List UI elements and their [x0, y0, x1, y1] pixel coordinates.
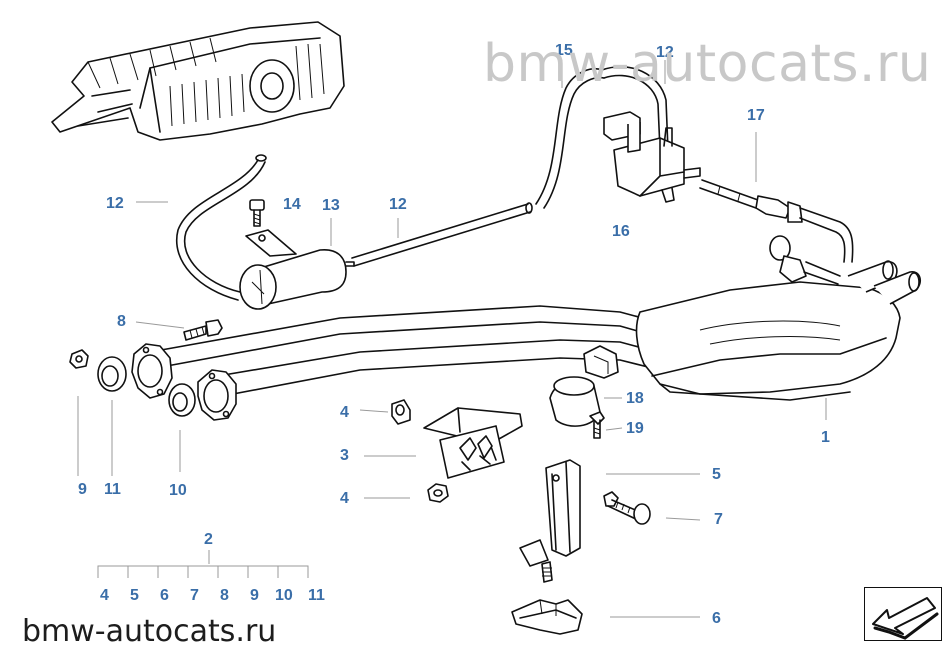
exhaust-pipe-muffler-1: [149, 260, 922, 401]
callout-6: 6: [712, 610, 721, 627]
callout-18: 18: [626, 390, 644, 407]
callout-12: 12: [656, 44, 674, 61]
kit-item-6: 6: [160, 587, 169, 604]
vacuum-hose-top: [601, 65, 669, 151]
leader-lines: [77, 60, 827, 618]
gasket-ring-11: [97, 356, 127, 392]
bolt-8: [183, 319, 223, 341]
intake-manifold: [51, 21, 345, 141]
callout-16: 16: [612, 223, 630, 240]
callout-11: 11: [104, 481, 121, 498]
bolt-7: [603, 491, 651, 525]
front-flanges: [131, 343, 237, 421]
oxygen-sensor-17: [699, 179, 854, 263]
clamp-6: [511, 599, 583, 635]
nut-4: [427, 483, 449, 503]
vacuum-canister-13: [239, 229, 355, 310]
callout-9: 9: [78, 481, 87, 498]
callout-19: 19: [626, 420, 644, 437]
vacuum-hose-center: [351, 68, 605, 267]
vacuum-hose-left: [175, 154, 267, 301]
kit-item-9: 9: [250, 587, 259, 604]
mount-bracket-3: [423, 407, 523, 479]
arrow-down-left-icon: [872, 597, 939, 640]
navigate-back-button[interactable]: [864, 587, 942, 641]
callout-4: 4: [340, 404, 349, 421]
kit-item-4: 4: [100, 587, 109, 604]
callout-1: 1: [821, 429, 830, 446]
callout-10: 10: [169, 482, 187, 499]
callout-labels: 15 12 17 12 14 13 12 16 8 18 19 4 3 4 1 …: [78, 42, 830, 627]
callout-12: 12: [389, 196, 407, 213]
bolt-14: [249, 199, 265, 227]
callout-17: 17: [747, 107, 765, 124]
rubber-mount-18: [549, 376, 601, 427]
kit-item-11: 11: [308, 587, 325, 604]
callout-14: 14: [283, 196, 301, 213]
watermark-top: bmw-autocats.ru: [483, 34, 932, 94]
callout-13: 13: [322, 197, 340, 214]
callout-8: 8: [117, 313, 126, 330]
callout-2: 2: [204, 531, 213, 548]
bolt-19: [589, 411, 605, 439]
callout-5: 5: [712, 466, 721, 483]
callout-4: 4: [340, 490, 349, 507]
callout-3: 3: [340, 447, 349, 464]
kit-item-8: 8: [220, 587, 229, 604]
gasket-ring-10: [168, 383, 196, 417]
nut-9: [69, 349, 89, 369]
callout-12: 12: [106, 195, 124, 212]
vacuum-valve-16: [603, 111, 701, 203]
rubber-mount-muffler: [769, 235, 841, 285]
callout-15: 15: [555, 42, 573, 59]
kit-item-5: 5: [130, 587, 139, 604]
watermark-bottom: bmw-autocats.ru: [22, 614, 277, 649]
kit-item-10: 10: [275, 587, 293, 604]
callout-7: 7: [714, 511, 723, 528]
hanger-bracket-5: [519, 459, 581, 583]
kit-item-7: 7: [190, 587, 199, 604]
rubber-bushing-4: [391, 399, 411, 425]
